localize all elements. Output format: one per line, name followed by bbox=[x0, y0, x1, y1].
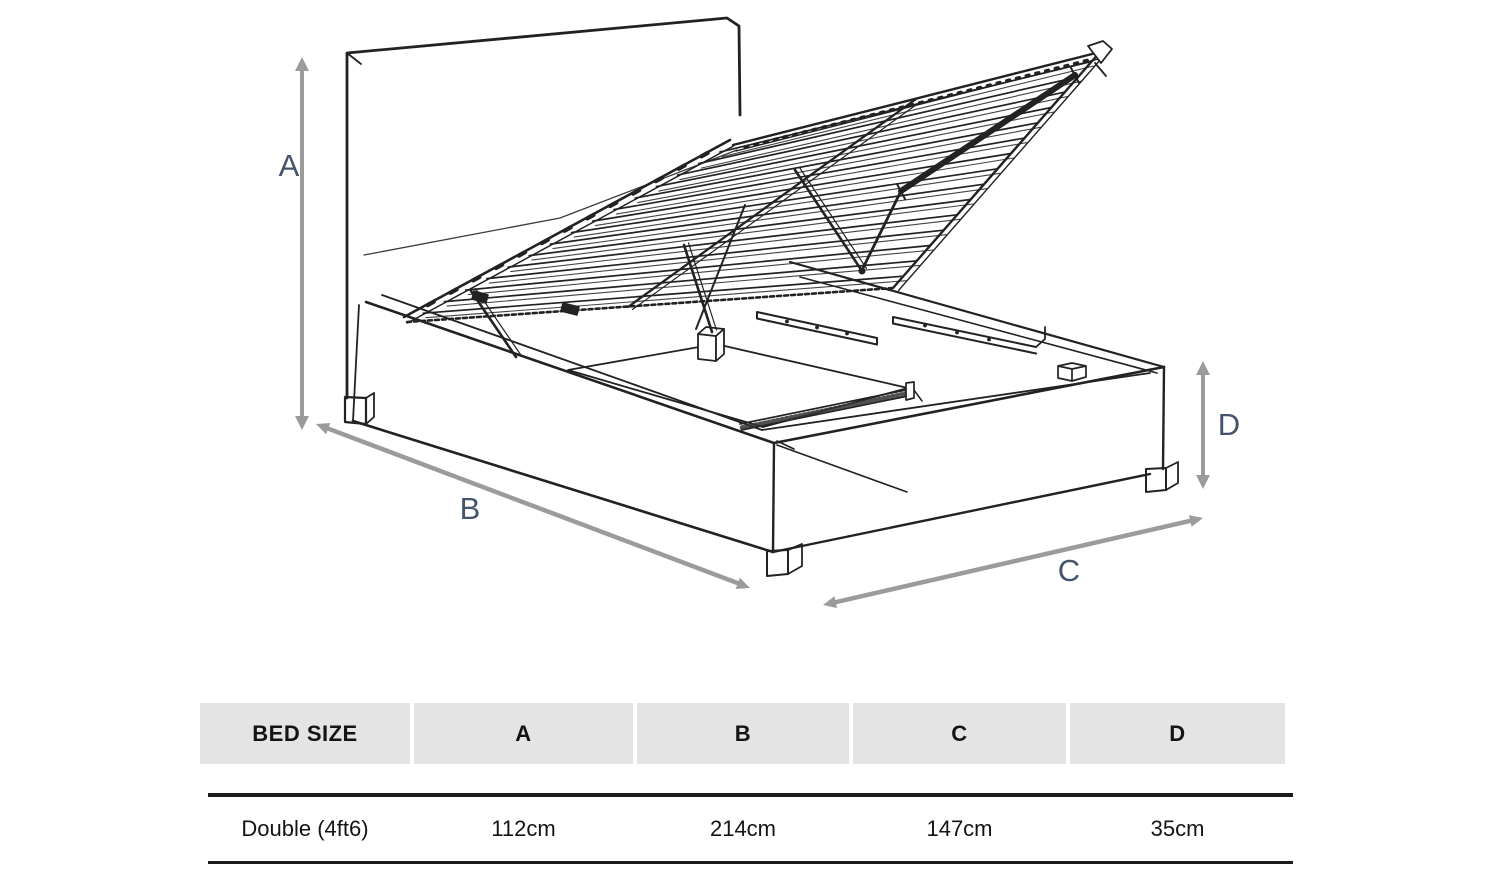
table-rule-top bbox=[208, 793, 1293, 797]
storage-cross-rail bbox=[739, 381, 923, 431]
dimension-label-b: B bbox=[460, 491, 481, 526]
table-header-bed-size: BED SIZE bbox=[200, 703, 410, 764]
table-header-a: A bbox=[414, 703, 633, 764]
table-header-d: D bbox=[1070, 703, 1285, 764]
table-data-row: Double (4ft6) 112cm 214cm 147cm 35cm bbox=[200, 797, 1285, 861]
dimension-label-a: A bbox=[279, 148, 300, 183]
bed-leg-foot-near bbox=[766, 543, 803, 577]
table-cell-c: 147cm bbox=[926, 816, 993, 841]
bed-base bbox=[351, 260, 1179, 577]
dimension-arrow-b bbox=[316, 423, 750, 589]
dimension-label-d: D bbox=[1218, 407, 1240, 442]
lift-mechanism bbox=[469, 67, 1080, 359]
table-header-c: C bbox=[853, 703, 1066, 764]
bed-leg-foot-far bbox=[1145, 461, 1179, 493]
table-header-b: B bbox=[637, 703, 849, 764]
dimension-label-c: C bbox=[1058, 553, 1080, 588]
bed-size-table: BED SIZE A B C D Double (4ft6) 112cm 214… bbox=[200, 703, 1293, 864]
dimension-arrow-d bbox=[1196, 361, 1210, 489]
table-header-row: BED SIZE A B C D bbox=[200, 703, 1285, 764]
gas-strut bbox=[858, 67, 1080, 275]
dimension-arrow-a bbox=[295, 57, 309, 430]
table-cell-a: 112cm bbox=[491, 816, 556, 841]
mechanism-bracket-right bbox=[892, 316, 1046, 355]
table-rule-bottom bbox=[208, 861, 1293, 864]
dimension-arrow-c bbox=[823, 515, 1203, 608]
table-cell-d: 35cm bbox=[1150, 816, 1205, 841]
headboard bbox=[343, 16, 742, 426]
slat-frame bbox=[402, 40, 1113, 324]
table-cell-b: 214cm bbox=[709, 816, 777, 841]
slats bbox=[422, 60, 1093, 315]
mechanism-bracket-left bbox=[756, 311, 878, 346]
headboard-leg bbox=[343, 392, 375, 426]
table-cell-bed-size: Double (4ft6) bbox=[241, 816, 369, 841]
slat-holder-nubs bbox=[425, 150, 710, 308]
bed-dimension-diagram: A B C D bbox=[279, 16, 1240, 608]
